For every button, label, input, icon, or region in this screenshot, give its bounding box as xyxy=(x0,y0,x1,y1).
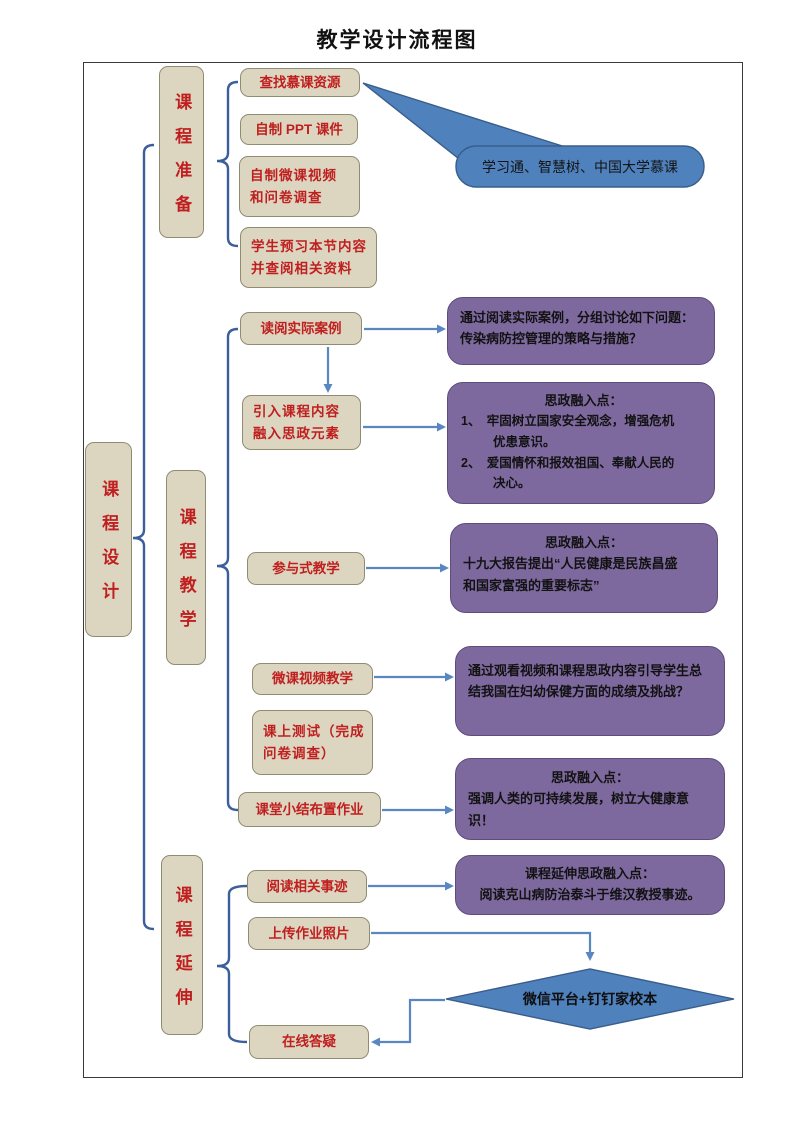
step-micro-video-teaching: 微课视频教学 xyxy=(252,663,373,695)
step-online-qa-label: 在线答疑 xyxy=(282,1034,336,1050)
node-course-design: 课程设计 xyxy=(85,442,132,637)
step-find-mooc-resources: 查找慕课资源 xyxy=(240,68,360,97)
note-ideology-points-1-item-2: 2、 爱国情怀和报效祖国、奉献人民的 决心。 xyxy=(461,455,675,491)
arrow-decision-to-online-qa xyxy=(371,998,445,1047)
note-video-summary: 通过观看视频和课程思政内容引导学生总 结我国在妇幼保健方面的成绩及挑战？ xyxy=(455,646,725,736)
decision-platform-label: 微信平台+钉钉家校本 xyxy=(522,991,658,1007)
note-case-discussion-text: 通过阅读实际案例，分组讨论如下问题： 传染病防控管理的策略与措施？ xyxy=(460,310,695,347)
note-ideology-points-3-heading: 思政融入点： xyxy=(550,770,629,785)
node-phase-teaching-label: 课程教学 xyxy=(176,508,196,644)
node-phase-extension: 课程延伸 xyxy=(161,855,203,1035)
diagram-frame xyxy=(83,62,743,1078)
step-read-stories-label: 阅读相关事迹 xyxy=(266,878,348,894)
step-find-mooc-resources-label: 查找慕课资源 xyxy=(259,74,341,90)
step-participatory-teaching-label: 参与式教学 xyxy=(272,560,340,576)
note-extension-ideology-text: 阅读克山病防治泰斗于维汉教授事迹。 xyxy=(479,887,701,903)
step-make-microvideo-survey-label: 自制微课视频 和问卷调查 xyxy=(250,167,337,205)
note-ideology-points-1: 思政融入点： 1、 牢固树立国家安全观念，增强危机 优患意识。 2、 爱国情怀和… xyxy=(447,382,715,504)
node-phase-preparation: 课程准备 xyxy=(159,66,204,238)
step-in-class-test: 课上测试（完成 问卷调查） xyxy=(252,710,373,775)
step-summary-homework: 课堂小结布置作业 xyxy=(238,792,381,827)
step-introduce-content-ideology: 引入课程内容 融入思政元素 xyxy=(242,395,361,450)
note-extension-ideology: 课程延伸思政融入点： 阅读克山病防治泰斗于维汉教授事迹。 xyxy=(455,855,725,915)
step-make-ppt: 自制 PPT 课件 xyxy=(240,114,358,145)
note-video-summary-text: 通过观看视频和课程思政内容引导学生总 结我国在妇幼保健方面的成绩及挑战？ xyxy=(468,663,703,700)
step-micro-video-teaching-label: 微课视频教学 xyxy=(272,671,353,687)
brace-prep xyxy=(216,80,239,248)
step-read-case: 读阅实际案例 xyxy=(240,312,362,345)
note-ideology-points-3: 思政融入点： 强调人类的可持续发展，树立大健康意 识！ xyxy=(455,758,725,840)
brace-teach xyxy=(216,327,239,812)
note-ideology-points-2: 思政融入点： 十九大报告提出“人民健康是民族昌盛 和国家富强的重要标志” xyxy=(450,523,718,613)
step-in-class-test-label: 课上测试（完成 问卷调查） xyxy=(263,723,365,761)
brace-extend xyxy=(216,884,248,1044)
node-phase-extension-label: 课程延伸 xyxy=(172,885,192,1022)
step-make-microvideo-survey: 自制微课视频 和问卷调查 xyxy=(239,156,360,217)
step-participatory-teaching: 参与式教学 xyxy=(247,552,365,585)
step-student-preview: 学生预习本节内容 并查阅相关资料 xyxy=(240,227,377,288)
callout-body xyxy=(455,145,705,188)
step-make-ppt-label: 自制 PPT 课件 xyxy=(255,121,343,137)
step-upload-homework-photos: 上传作业照片 xyxy=(248,917,370,950)
node-phase-preparation-label: 课程准备 xyxy=(172,92,192,229)
callout-platforms-label: 学习通、智慧树、中国大学慕课 xyxy=(482,158,678,175)
note-ideology-points-2-heading: 思政融入点： xyxy=(544,535,623,550)
note-ideology-points-1-item-1: 1、 牢固树立国家安全观念，增强危机 优患意识。 xyxy=(461,414,675,450)
node-phase-teaching: 课程教学 xyxy=(166,470,206,665)
note-ideology-points-2-text: 十九大报告提出“人民健康是民族昌盛 和国家富强的重要标志” xyxy=(463,556,678,593)
step-introduce-content-ideology-label: 引入课程内容 融入思政元素 xyxy=(253,403,340,441)
step-student-preview-label: 学生预习本节内容 并查阅相关资料 xyxy=(251,238,367,276)
node-course-design-label: 课程设计 xyxy=(99,480,119,616)
note-case-discussion: 通过阅读实际案例，分组讨论如下问题： 传染病防控管理的策略与措施？ xyxy=(447,297,715,365)
step-read-stories: 阅读相关事迹 xyxy=(247,870,367,903)
decision-diamond-shape xyxy=(445,968,735,1030)
step-summary-homework-label: 课堂小结布置作业 xyxy=(255,801,364,817)
callout-platforms-shape xyxy=(362,82,705,188)
brace-course-design xyxy=(132,143,155,931)
step-read-case-label: 读阅实际案例 xyxy=(260,320,342,336)
arrow-upload-to-decision xyxy=(371,931,595,961)
note-extension-ideology-heading: 课程延伸思政融入点： xyxy=(524,866,655,881)
step-online-qa: 在线答疑 xyxy=(249,1025,369,1059)
note-ideology-points-3-text: 强调人类的可持续发展，树立大健康意 识！ xyxy=(468,791,690,828)
diagram-title: 教学设计流程图 xyxy=(316,28,478,52)
note-ideology-points-1-heading: 思政融入点： xyxy=(544,393,623,408)
step-upload-homework-photos-label: 上传作业照片 xyxy=(268,925,350,941)
